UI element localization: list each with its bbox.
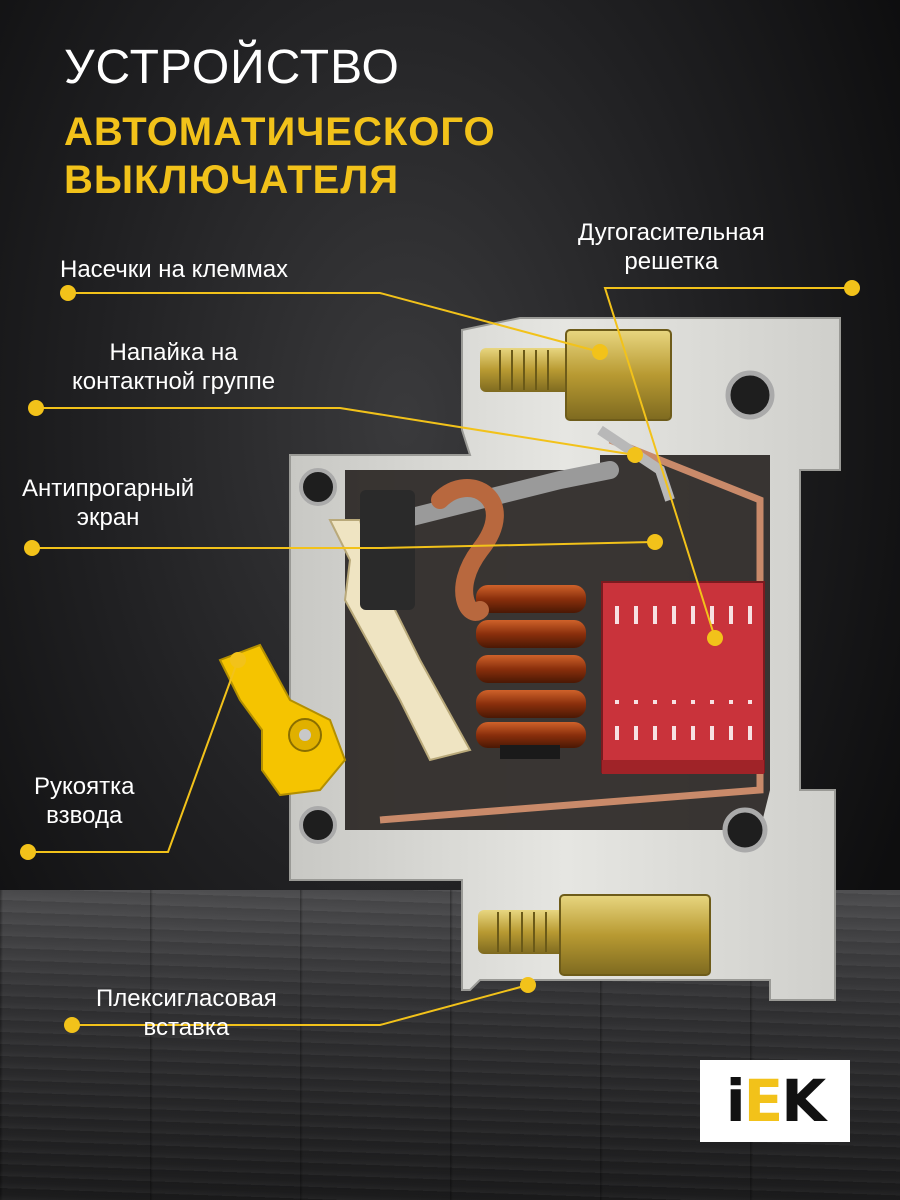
callout-dot (60, 285, 76, 301)
moving-contact (391, 461, 619, 529)
callout-dot (24, 540, 40, 556)
top-terminal-screw (480, 348, 575, 392)
callout-dot (627, 447, 643, 463)
label-contact-solder: Напайка на контактной группе (72, 338, 275, 397)
label-arc-chute: Дугогасительная решетка (578, 218, 765, 277)
callout-dot (707, 630, 723, 646)
label-line: вставка (143, 1014, 230, 1042)
callout-dot (230, 652, 246, 668)
callout-line-terminal-notches (68, 292, 601, 353)
callout-line-cocking-handle (28, 659, 239, 853)
label-line: Плексигласовая (96, 985, 277, 1012)
callout-dot (647, 534, 663, 550)
black-latch (360, 490, 415, 610)
label-line: Напайка на (109, 339, 238, 366)
callout-dot (592, 344, 608, 360)
label-line: экран (76, 504, 140, 532)
callout-dot (520, 977, 536, 993)
callout-line-contact-solder (36, 407, 636, 456)
label-line: контактной группе (72, 368, 276, 396)
title-line-3: ВЫКЛЮЧАТЕЛЯ (64, 158, 400, 202)
callout-dot (64, 1017, 80, 1033)
logo-e: E (743, 1067, 784, 1135)
label-line: решетка (624, 248, 719, 276)
braided-wire (431, 479, 504, 621)
logo-wordmark: iEK (725, 1067, 826, 1135)
label-plexiglass-insert: Плексигласовая вставка (96, 984, 277, 1043)
callout-dot (20, 844, 36, 860)
label-terminal-notches: Насечки на клеммах (60, 255, 288, 284)
title-line-1: УСТРОЙСТВО (64, 41, 400, 94)
callout-line-antiburn-screen (32, 541, 656, 549)
label-line: Антипрогарный (22, 475, 195, 502)
label-cocking-handle: Рукоятка взвода (34, 772, 135, 831)
callout-line-plexiglass (72, 984, 529, 1026)
bottom-terminal-screw (478, 910, 573, 954)
logo-k: K (781, 1067, 826, 1135)
logo-i: i (725, 1067, 746, 1135)
callout-dot (28, 400, 44, 416)
iek-logo: iEK (700, 1060, 850, 1142)
label-antiburn-screen: Антипрогарный экран (22, 474, 194, 533)
callout-line-arc-chute (603, 287, 852, 639)
label-line: Насечки на клеммах (60, 256, 289, 283)
solenoid-coil (476, 585, 586, 759)
label-line: взвода (46, 802, 123, 830)
title-line-2: АВТОМАТИЧЕСКОГО (64, 110, 496, 154)
title-subtitle: АВТОМАТИЧЕСКОГО ВЫКЛЮЧАТЕЛЯ (64, 108, 496, 204)
bottom-terminal-clamp (559, 894, 711, 976)
top-terminal-clamp (565, 329, 672, 421)
yellow-handle (218, 643, 347, 797)
callout-dot (844, 280, 860, 296)
label-line: Дугогасительная (578, 219, 765, 246)
label-line: Рукоятка (34, 773, 135, 800)
